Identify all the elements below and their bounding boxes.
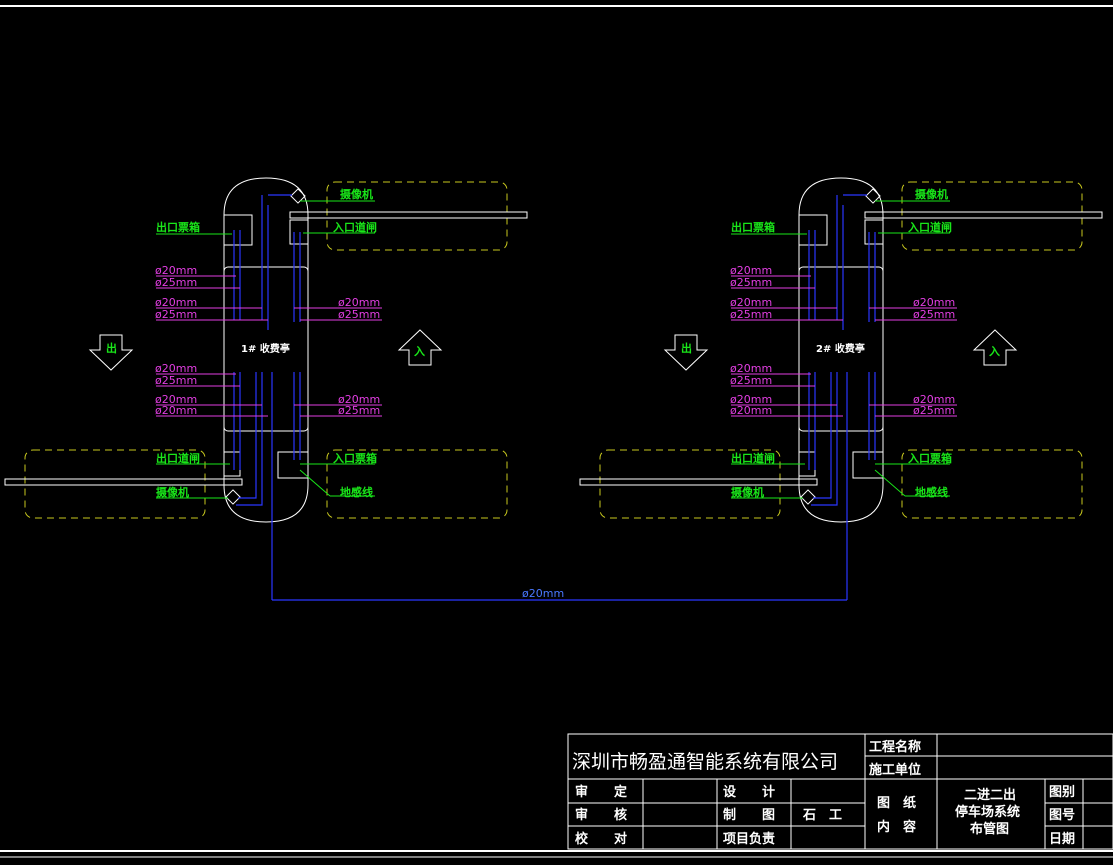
camera-top-label: 摄像机 (915, 187, 948, 201)
exit-arrow (663, 334, 709, 371)
dim-label: ø20mm (730, 362, 772, 375)
entry-gate-label: 入口道闸 (908, 220, 952, 234)
unit-1: 出口票箱 摄像机 入口道闸 出口道闸 摄像机 入口票箱 地感线 1# 收费亭 出… (4, 177, 528, 600)
booth-label: 1# 收费亭 (241, 342, 290, 355)
dim-label: ø25mm (155, 276, 197, 289)
loop-coil-label: 地感线 (340, 485, 373, 499)
link-conduit-label: ø20mm (522, 587, 564, 600)
entry-ticket-box-label: 入口票箱 (908, 451, 952, 465)
dim-label: ø25mm (338, 404, 380, 417)
design-label: 设 计 (723, 784, 775, 800)
exit-ticket-box-label: 出口票箱 (731, 220, 775, 234)
exit-arrow-label: 出 (681, 341, 692, 355)
dim-label: ø20mm (913, 393, 955, 406)
dim-label: ø20mm (338, 393, 380, 406)
dim-label: ø20mm (338, 296, 380, 309)
booth-outline (223, 266, 309, 432)
drawing-title-3: 布管图 (970, 821, 1009, 837)
camera-top-label: 摄像机 (340, 187, 373, 201)
content-label-2: 内 容 (877, 819, 916, 835)
conduits (808, 194, 876, 600)
project-name-label: 工程名称 (869, 739, 921, 755)
dim-label: ø20mm (730, 264, 772, 277)
dim-label: ø25mm (913, 404, 955, 417)
proof-label: 校 对 (575, 831, 627, 847)
dim-label: ø20mm (155, 264, 197, 277)
island-outline (223, 177, 309, 523)
dim-label: ø25mm (155, 374, 197, 387)
dim-label: ø25mm (730, 276, 772, 289)
company-name: 深圳市畅盈通智能系统有限公司 (572, 751, 838, 773)
entry-arrow (972, 329, 1018, 366)
category-label: 图别 (1049, 785, 1075, 800)
title-block (567, 733, 1113, 850)
check-label: 审 核 (575, 807, 627, 823)
dim-label: ø20mm (155, 362, 197, 375)
dim-label: ø20mm (155, 393, 197, 406)
island-outline (798, 177, 884, 523)
date-label: 日期 (1049, 832, 1075, 847)
dim-label: ø20mm (913, 296, 955, 309)
dim-label: ø20mm (155, 404, 197, 417)
contractor-label: 施工单位 (869, 762, 921, 778)
dim-label: ø25mm (338, 308, 380, 321)
unit-2: 出口票箱 摄像机 入口道闸 出口道闸 摄像机 入口票箱 地感线 2# 收费亭 出… (579, 177, 1103, 600)
right-dim-leaders (869, 307, 957, 417)
exit-gate-label: 出口道闸 (731, 451, 775, 465)
booth-label: 2# 收费亭 (816, 342, 865, 355)
conduits (233, 194, 301, 600)
gate-arms (579, 211, 1103, 486)
approve-label: 审 定 (575, 784, 627, 800)
exit-arrow-label: 出 (106, 341, 117, 355)
gate-arms (4, 211, 528, 486)
entry-gate-label: 入口道闸 (333, 220, 377, 234)
entry-arrow-label: 入 (989, 345, 1000, 358)
number-label: 图号 (1049, 808, 1075, 823)
entry-arrow (397, 329, 443, 366)
lead-label: 项目负责 (723, 831, 775, 847)
left-dim-leaders (156, 275, 268, 417)
dim-label: ø25mm (730, 374, 772, 387)
exit-arrow (88, 334, 134, 371)
dim-label: ø20mm (730, 393, 772, 406)
exit-gate-label: 出口道闸 (156, 451, 200, 465)
drawing-title-2: 停车场系统 (955, 804, 1020, 820)
label-leaders (731, 200, 950, 499)
loop-coil-label: 地感线 (915, 485, 948, 499)
dim-label: ø25mm (155, 308, 197, 321)
camera-bottom-label: 摄像机 (731, 485, 764, 499)
content-label-1: 图 纸 (877, 795, 916, 811)
draw-label: 制 图 (723, 807, 775, 823)
entry-ticket-box-label: 入口票箱 (333, 451, 377, 465)
right-dim-leaders (294, 307, 382, 417)
label-leaders (156, 200, 375, 499)
dim-label: ø25mm (913, 308, 955, 321)
dim-label: ø20mm (155, 296, 197, 309)
exit-ticket-box-label: 出口票箱 (156, 220, 200, 234)
entry-arrow-label: 入 (414, 345, 425, 358)
camera-bottom-label: 摄像机 (156, 485, 189, 499)
dim-label: ø20mm (730, 404, 772, 417)
draw-value: 石 工 (802, 808, 842, 823)
left-dim-leaders (731, 275, 843, 417)
dim-label: ø20mm (730, 296, 772, 309)
sheet-frame (0, 5, 1113, 858)
drawing-title-1: 二进二出 (964, 787, 1016, 803)
booth-outline (798, 266, 884, 432)
dim-label: ø25mm (730, 308, 772, 321)
